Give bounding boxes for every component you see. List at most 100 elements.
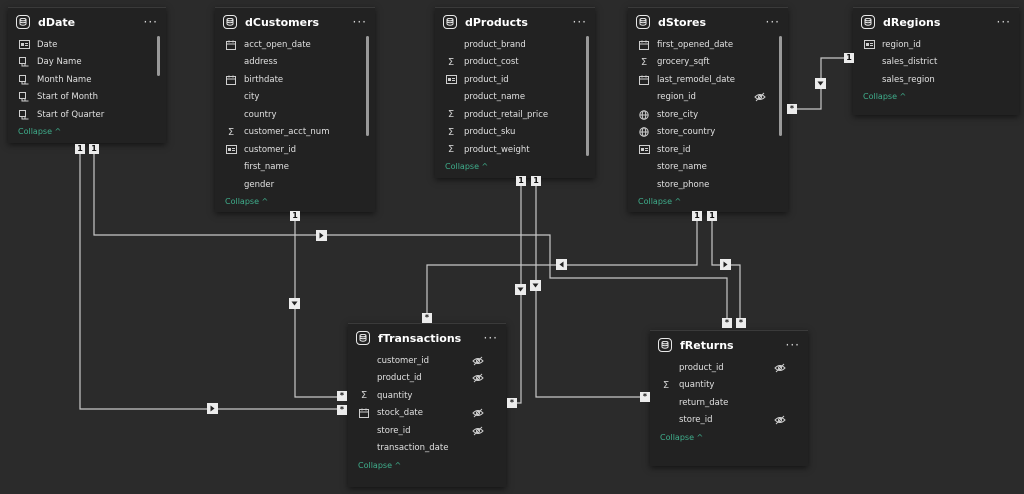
- filter-arrow-down-icon[interactable]: [530, 280, 541, 291]
- table-header[interactable]: fTransactions ···: [348, 324, 506, 352]
- table-header[interactable]: dDate ···: [8, 8, 166, 36]
- field-row[interactable]: Start of Month: [8, 89, 166, 107]
- field-row[interactable]: product_id: [435, 71, 595, 89]
- field-row[interactable]: sales_district: [853, 54, 1019, 72]
- field-row[interactable]: country: [215, 106, 375, 124]
- eye-off-icon[interactable]: [772, 415, 788, 425]
- field-row[interactable]: product_id: [650, 359, 808, 377]
- field-row[interactable]: first_name: [215, 159, 375, 177]
- collapse-link[interactable]: Collapse ^: [853, 89, 1019, 105]
- filter-arrow-right-icon[interactable]: [316, 230, 327, 241]
- filter-arrow-left-icon[interactable]: [556, 259, 567, 270]
- table-header[interactable]: dStores ···: [628, 8, 788, 36]
- eye-off-icon[interactable]: [772, 363, 788, 373]
- field-row[interactable]: store_country: [628, 124, 788, 142]
- field-row[interactable]: product_brand: [435, 36, 595, 54]
- eye-off-icon[interactable]: [470, 356, 486, 366]
- collapse-link[interactable]: Collapse ^: [650, 429, 808, 445]
- table-header[interactable]: dCustomers ···: [215, 8, 375, 36]
- more-options-icon[interactable]: ···: [765, 15, 780, 29]
- more-options-icon[interactable]: ···: [785, 338, 800, 352]
- field-row[interactable]: return_date: [650, 394, 808, 412]
- table-header[interactable]: dRegions ···: [853, 8, 1019, 36]
- filter-arrow-down-icon[interactable]: [289, 298, 300, 309]
- field-row[interactable]: first_opened_date: [628, 36, 788, 54]
- field-row[interactable]: store_city: [628, 106, 788, 124]
- field-row[interactable]: product_id: [348, 370, 506, 388]
- table-header[interactable]: dProducts ···: [435, 8, 595, 36]
- more-options-icon[interactable]: ···: [143, 15, 158, 29]
- field-row[interactable]: store_name: [628, 159, 788, 177]
- eye-off-icon[interactable]: [470, 408, 486, 418]
- filter-arrow-right-icon[interactable]: [207, 403, 218, 414]
- field-row[interactable]: Day Name: [8, 54, 166, 72]
- field-row[interactable]: address: [215, 54, 375, 72]
- eye-off-icon[interactable]: [752, 92, 768, 102]
- table-header[interactable]: fReturns ···: [650, 331, 808, 359]
- collapse-link[interactable]: Collapse ^: [215, 194, 375, 210]
- more-options-icon[interactable]: ···: [572, 15, 587, 29]
- field-row[interactable]: last_remodel_date: [628, 71, 788, 89]
- field-row[interactable]: store_id: [650, 412, 808, 430]
- field-row[interactable]: customer_id: [348, 352, 506, 370]
- field-row[interactable]: acct_open_date: [215, 36, 375, 54]
- more-options-icon[interactable]: ···: [352, 15, 367, 29]
- field-row[interactable]: birthdate: [215, 71, 375, 89]
- field-row[interactable]: transaction_date: [348, 440, 506, 458]
- field-row[interactable]: region_id: [628, 89, 788, 107]
- field-name: product_weight: [464, 144, 530, 155]
- field-row[interactable]: region_id: [853, 36, 1019, 54]
- field-row[interactable]: store_phone: [628, 176, 788, 194]
- field-row[interactable]: stock_date: [348, 405, 506, 423]
- collapse-link[interactable]: Collapse ^: [8, 124, 166, 140]
- scrollbar[interactable]: [586, 36, 589, 156]
- filter-arrow-down-icon[interactable]: [815, 78, 826, 89]
- field-row[interactable]: Start of Quarter: [8, 106, 166, 124]
- collapse-link[interactable]: Collapse ^: [435, 159, 595, 175]
- scrollbar[interactable]: [366, 36, 369, 136]
- field-row[interactable]: customer_id: [215, 141, 375, 159]
- field-row[interactable]: store_id: [348, 422, 506, 440]
- filter-arrow-right-icon[interactable]: [720, 259, 731, 270]
- field-row[interactable]: store_id: [628, 141, 788, 159]
- more-options-icon[interactable]: ···: [996, 15, 1011, 29]
- field-row[interactable]: Date: [8, 36, 166, 54]
- field-row[interactable]: sales_region: [853, 71, 1019, 89]
- scrollbar[interactable]: [779, 36, 782, 136]
- more-options-icon[interactable]: ···: [483, 331, 498, 345]
- field-row[interactable]: gender: [215, 176, 375, 194]
- field-row[interactable]: city: [215, 89, 375, 107]
- field-name: address: [244, 57, 278, 68]
- scrollbar[interactable]: [157, 36, 160, 76]
- filter-arrow-down-icon[interactable]: [515, 284, 526, 295]
- field-row[interactable]: product_name: [435, 89, 595, 107]
- collapse-link[interactable]: Collapse ^: [628, 194, 788, 210]
- field-row[interactable]: Month Name: [8, 71, 166, 89]
- collapse-link[interactable]: Collapse ^: [348, 457, 506, 473]
- eye-off-icon[interactable]: [470, 373, 486, 383]
- eye-off-icon[interactable]: [470, 426, 486, 436]
